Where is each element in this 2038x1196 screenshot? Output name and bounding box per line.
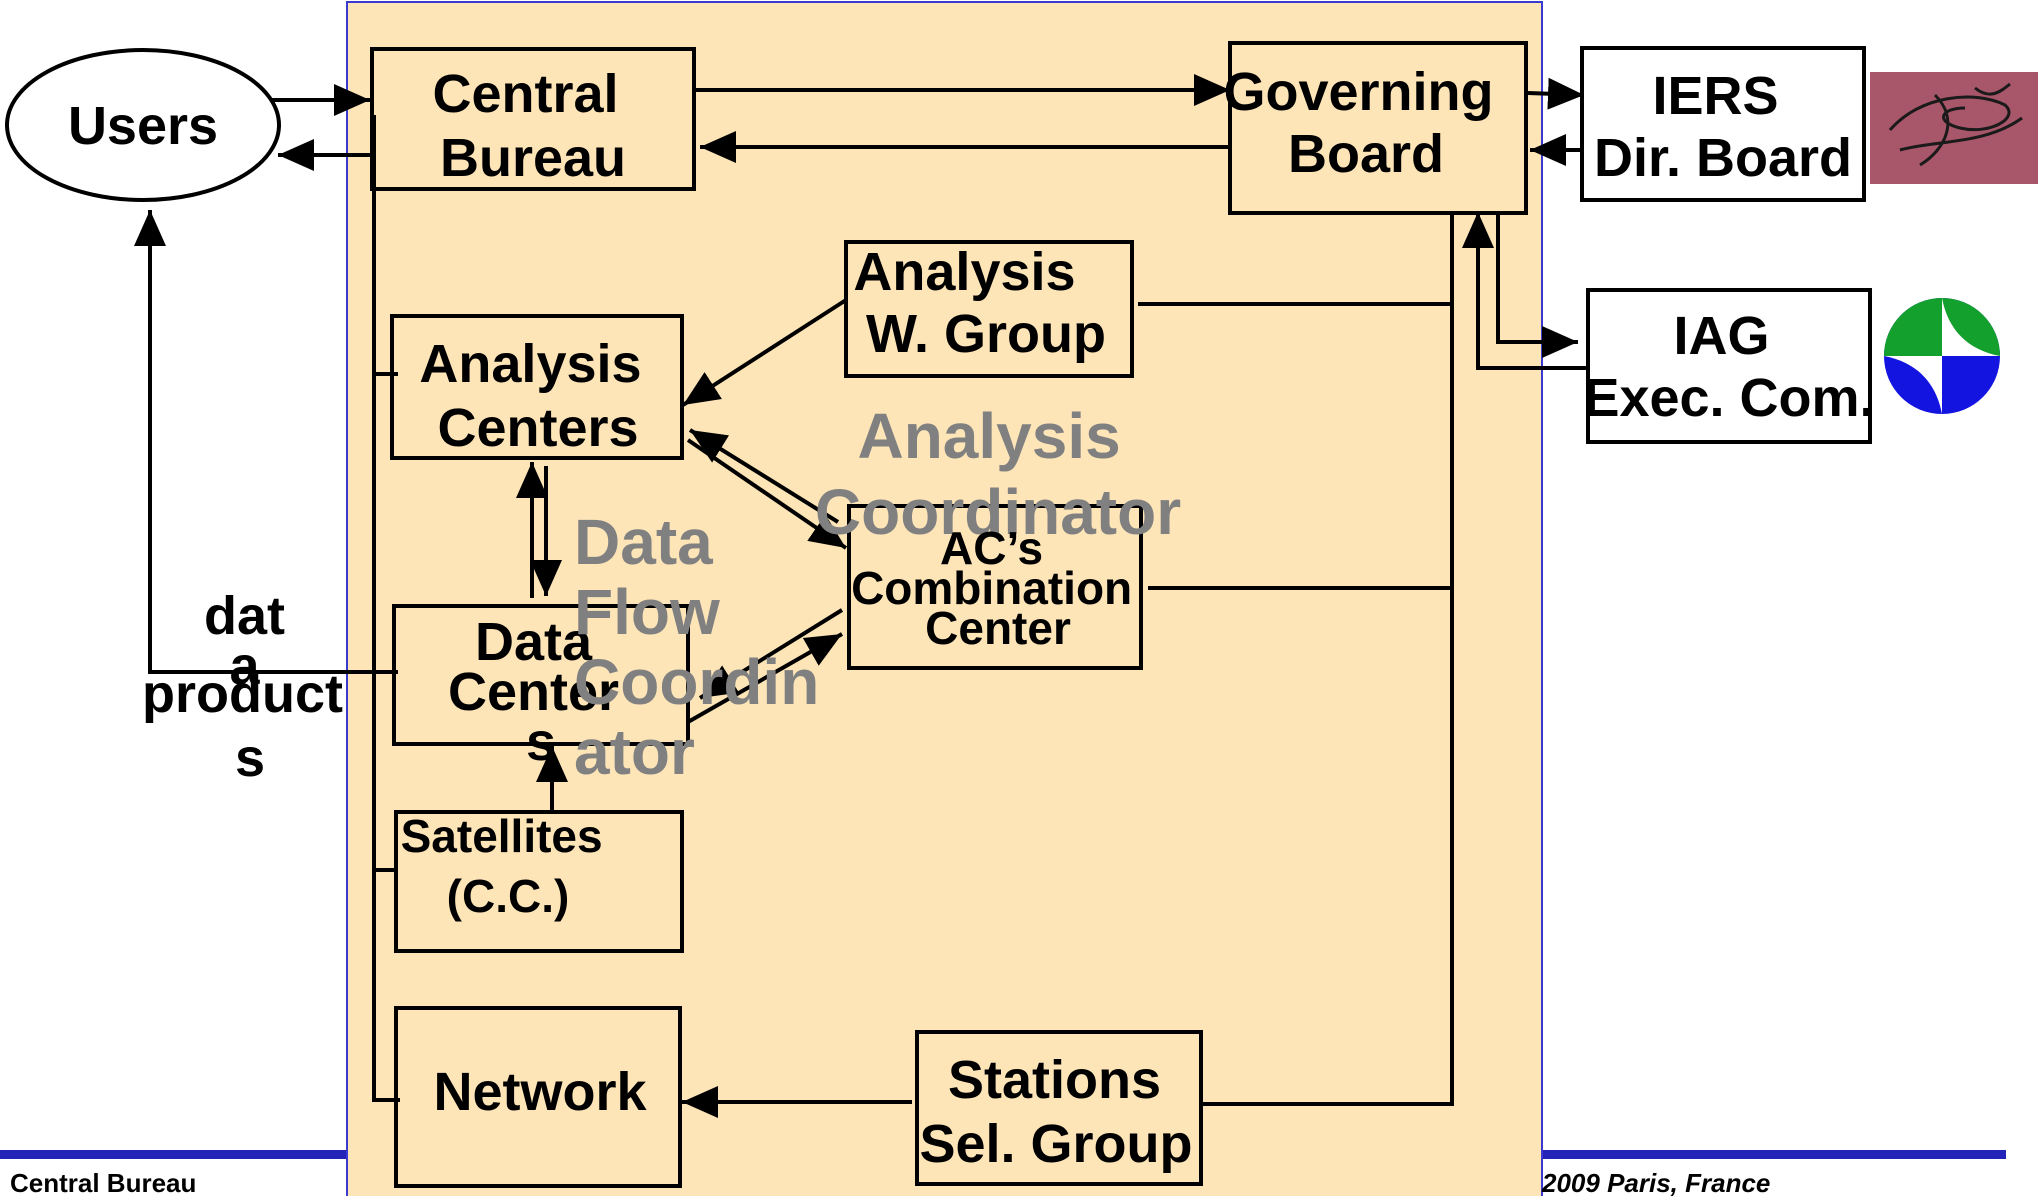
cc-to-dc-arrow [698,608,844,700]
analysis-centers-label: Analysis Centers [419,334,656,458]
footer-left-text: Central Bureau [10,1168,196,1196]
network-box [394,1006,682,1188]
iag-exec-com-box [1586,288,1872,444]
board-to-iag-arrow [1496,212,1578,358]
footer-right-text: 2009 Paris, France [1541,1168,1770,1196]
data-flow-coordinator-label: Data Flow Coordin ator [574,506,837,788]
central-bureau-box [370,47,696,191]
ac-to-cc-arrow [686,438,848,550]
dc-to-cc-arrow [687,632,843,724]
satellites-box [394,810,684,953]
data-products-label: dat a product s [142,586,358,788]
data-centers-label: Data Center s [448,612,634,772]
analysis-w-group-box [844,240,1134,378]
iag-to-board-arrow [1462,212,1586,370]
governing-board-spine [1200,215,1454,1106]
satellites-label: Satellites (C.C.) [401,810,616,922]
iers-structure-panel [346,1,1543,1196]
stations-sel-group-label: Stations Sel. Group [919,1050,1192,1174]
iers-dir-board-box [1580,46,1866,202]
stations-sel-group-box [915,1030,1203,1186]
data-centers-box [392,604,690,746]
analysis-w-group-label: Analysis W. Group [853,242,1106,364]
governing-board-box [1228,41,1528,215]
governing-board-label: Governing Board [1223,62,1508,184]
iag-logo-icon [1884,298,2000,414]
cc-to-ac-arrow [688,428,840,524]
users-node [5,48,281,202]
network-label: Network [433,1062,647,1122]
data-products-arrow [134,210,398,674]
combination-center-box [847,504,1143,670]
central-bureau-spine [372,115,400,1102]
users-label: Users [68,96,218,156]
analysis-coordinator-label: Analysis Coordinator [815,400,1181,548]
awg-to-ac-arrow [681,298,848,407]
iers-logo-icon [1870,72,2038,184]
central-bureau-label: Central Bureau [432,64,633,188]
analysis-centers-box [390,314,684,460]
connectors [134,74,1586,1118]
iers-dir-board-label: IERS Dir. Board [1594,66,1852,188]
board-to-iers-arrow [1527,77,1585,110]
iag-exec-com-label: IAG Exec. Com. [1583,306,1874,428]
combination-center-label: AC’s Combination Center [851,522,1145,654]
